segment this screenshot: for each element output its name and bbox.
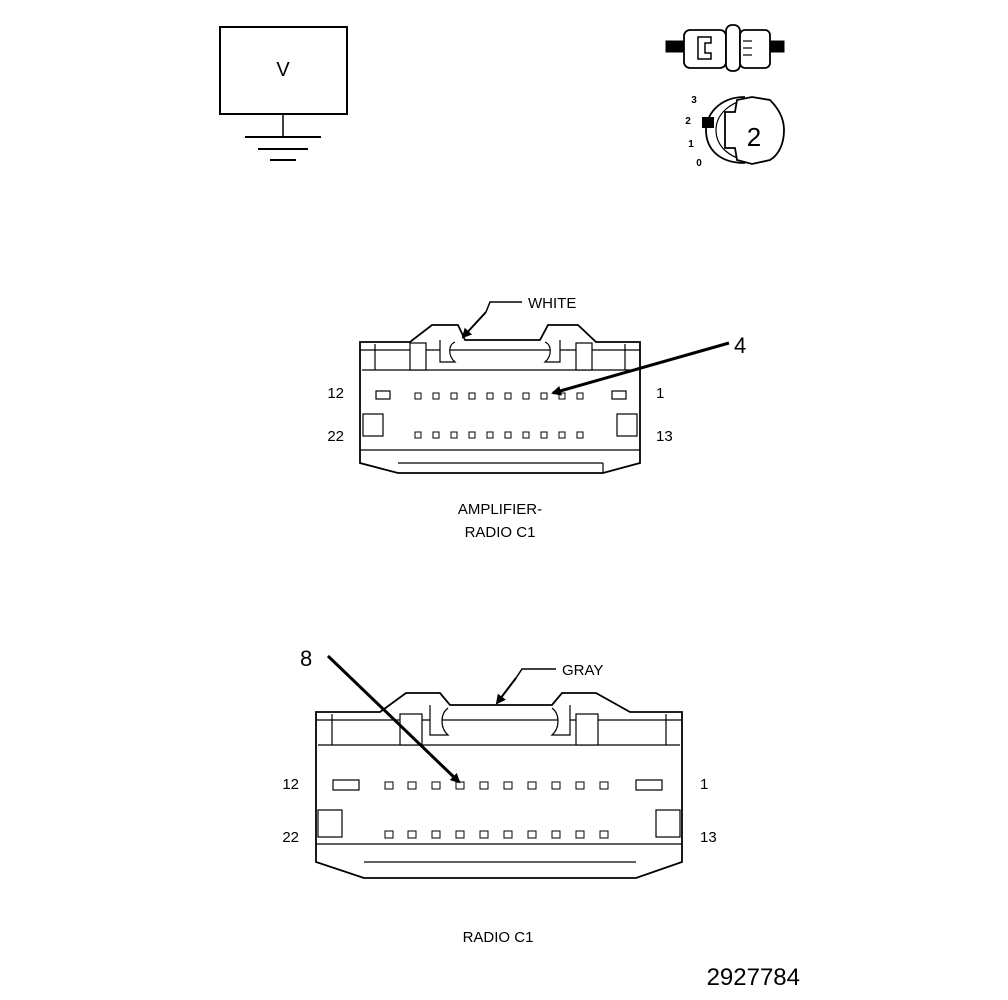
ignition-position-3: 3 <box>691 95 697 106</box>
connector2-pin-1-label: 1 <box>700 776 708 793</box>
connector1-pin-13-label: 13 <box>656 428 673 445</box>
figure-number: 2927784 <box>707 964 800 991</box>
ignition-position-1: 1 <box>688 139 694 150</box>
connector2-name: RADIO C1 <box>463 929 534 946</box>
connector1-pin-12-label: 12 <box>327 385 344 402</box>
ignition-position-2: 2 <box>685 116 691 127</box>
connector1-pin-1-label: 1 <box>656 385 664 402</box>
connector1-color-label: WHITE <box>528 295 576 312</box>
connector2-pin-22-label: 22 <box>282 829 299 846</box>
connector2-pin-13-label: 13 <box>700 829 717 846</box>
connector2-pin-12-label: 12 <box>282 776 299 793</box>
connector1-callout-number: 4 <box>734 333 746 358</box>
pin-row-bottom <box>384 830 609 839</box>
radio-c1-connector <box>315 692 683 879</box>
connector2-color-label: GRAY <box>562 662 603 679</box>
voltmeter-symbol: V <box>219 26 348 161</box>
connector1-labels: 12 1 22 13 WHITE 4 AMPLIFIER- RADIO C1 <box>327 295 746 541</box>
probe-connector-icon <box>665 24 785 72</box>
amplifier-radio-c1-connector <box>359 324 641 474</box>
connector2-labels: 12 1 22 13 GRAY 8 RADIO C1 <box>282 646 716 946</box>
ground-icon <box>245 114 321 161</box>
pin-row-bottom <box>414 431 584 439</box>
ignition-switch-icon: 3 2 1 0 2 <box>685 95 785 169</box>
pin-row-top <box>384 781 609 790</box>
connector1-name-line1: AMPLIFIER- <box>458 501 542 518</box>
ignition-position-0: 0 <box>696 158 702 169</box>
connector2-callout-number: 8 <box>300 646 312 671</box>
voltmeter-label: V <box>276 59 290 81</box>
connector1-name-line2: RADIO C1 <box>465 524 536 541</box>
pin-row-top <box>414 392 584 400</box>
ignition-selected-position: 2 <box>747 122 761 152</box>
connector1-pin-22-label: 22 <box>327 428 344 445</box>
